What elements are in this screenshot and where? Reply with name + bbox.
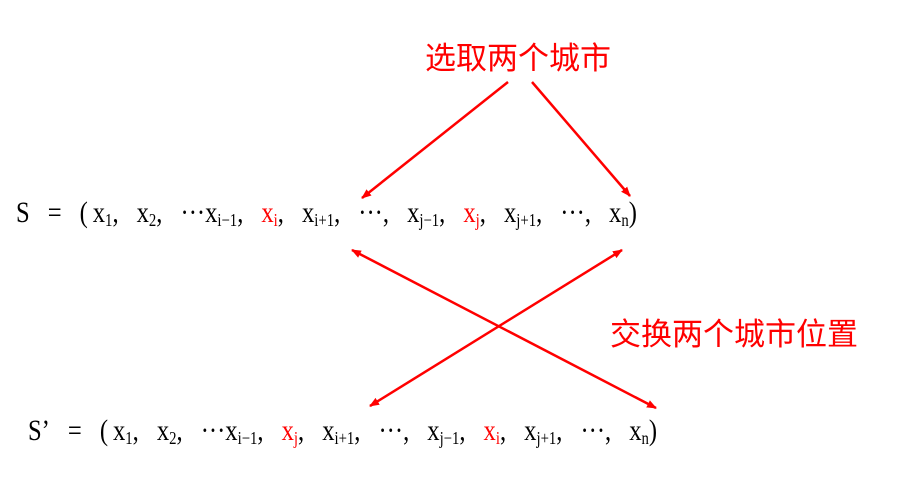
term-base: ··· <box>560 196 585 229</box>
term-base: x <box>136 196 149 229</box>
term-comma: , <box>584 196 591 229</box>
term-comma: , <box>257 414 264 447</box>
open-paren: ( <box>99 414 109 447</box>
term-comma: , <box>334 196 341 229</box>
sequence-s-prime: S’=(x1,x2,···xi−1,xj,xi+1,···,xj−1,xi,xj… <box>28 414 657 449</box>
open-paren: ( <box>79 196 88 229</box>
term-base: ··· <box>580 414 606 447</box>
close-paren: ) <box>648 414 658 447</box>
sequence-name: S’ <box>28 414 50 447</box>
term-comma: , <box>132 414 139 447</box>
swap-two-cities-label: 交换两个城市位置 <box>610 317 858 353</box>
swapped-city-term: xj, <box>463 196 486 231</box>
city-term: xn <box>629 414 649 449</box>
term-base: ···x <box>200 414 238 447</box>
city-term: ···, <box>358 196 389 230</box>
term-subscript: 1 <box>105 210 113 230</box>
term-subscript: i <box>495 428 500 448</box>
term-subscript: n <box>621 210 629 230</box>
city-term: xn <box>609 196 629 231</box>
term-base: x <box>629 414 642 447</box>
term-base: x <box>281 414 294 447</box>
term-comma: , <box>382 196 390 229</box>
city-term: x1, <box>93 196 119 231</box>
term-comma: , <box>459 414 466 447</box>
sequence-name: S <box>16 196 30 229</box>
term-comma: , <box>499 414 507 447</box>
term-comma: , <box>439 196 446 229</box>
city-term: x2, <box>137 196 163 231</box>
term-subscript: i+1 <box>334 428 355 448</box>
term-base: x <box>503 196 517 229</box>
city-term: xj−1, <box>407 196 445 231</box>
term-comma: , <box>297 414 305 447</box>
term-base: ··· <box>358 196 383 229</box>
select-two-cities-label: 选取两个城市 <box>425 41 611 77</box>
equals-sign: = <box>67 414 82 447</box>
swap-arrow-xj <box>369 248 623 408</box>
term-subscript: i <box>273 210 278 230</box>
city-term: ···, <box>560 196 591 230</box>
term-base: x <box>407 196 420 229</box>
term-subscript: i−1 <box>237 428 258 448</box>
term-base: x <box>261 196 274 229</box>
term-subscript: 2 <box>169 428 177 448</box>
city-term: xj+1, <box>504 196 542 231</box>
term-base: x <box>427 414 440 447</box>
term-base: ··· <box>378 414 404 447</box>
city-term: x2, <box>157 414 183 449</box>
term-subscript: j+1 <box>536 428 557 448</box>
swapped-city-term: xi, <box>484 414 507 449</box>
city-term: ···xi−1, <box>180 196 243 231</box>
city-term: xi+1, <box>322 414 360 449</box>
term-subscript: j−1 <box>439 428 460 448</box>
term-base: ···x <box>180 196 218 229</box>
city-term: ···, <box>378 414 409 448</box>
term-comma: , <box>354 414 361 447</box>
term-comma: , <box>112 196 119 229</box>
term-comma: , <box>403 414 410 447</box>
term-base: x <box>301 196 315 229</box>
term-comma: , <box>277 196 284 229</box>
term-subscript: i+1 <box>314 210 335 230</box>
city-term: xi+1, <box>302 196 340 231</box>
term-subscript: j <box>293 428 298 448</box>
city-term: xj−1, <box>427 414 465 449</box>
swapped-city-term: xi, <box>261 196 284 231</box>
term-base: x <box>92 196 106 229</box>
term-subscript: i−1 <box>217 210 238 230</box>
term-comma: , <box>556 414 563 447</box>
term-comma: , <box>237 196 244 229</box>
term-subscript: 1 <box>125 428 133 448</box>
term-subscript: j−1 <box>419 210 440 230</box>
term-base: x <box>609 196 622 229</box>
term-comma: , <box>479 196 486 229</box>
swapped-city-term: xj, <box>282 414 305 449</box>
term-base: x <box>524 414 537 447</box>
term-subscript: n <box>641 428 649 448</box>
term-comma: , <box>156 196 163 229</box>
term-comma: , <box>536 196 543 229</box>
city-term: ···, <box>580 414 611 448</box>
sequence-s: S=(x1,x2,···xi−1,xi,xi+1,···,xj−1,xj,xj+… <box>16 196 637 231</box>
select-arrow-right <box>531 81 631 197</box>
city-term: x1, <box>113 414 139 449</box>
equals-sign: = <box>47 196 62 229</box>
term-base: x <box>322 414 335 447</box>
city-term: ···xi−1, <box>201 414 264 449</box>
term-comma: , <box>605 414 612 447</box>
close-paren: ) <box>628 196 637 229</box>
term-base: x <box>112 414 126 447</box>
term-subscript: 2 <box>148 210 157 230</box>
term-base: x <box>483 414 496 447</box>
term-base: x <box>463 196 476 229</box>
city-term: xj+1, <box>524 414 562 449</box>
select-arrow-left <box>361 81 509 199</box>
term-subscript: j+1 <box>516 210 537 230</box>
term-base: x <box>156 414 170 447</box>
term-comma: , <box>176 414 183 447</box>
term-subscript: j <box>475 210 480 230</box>
